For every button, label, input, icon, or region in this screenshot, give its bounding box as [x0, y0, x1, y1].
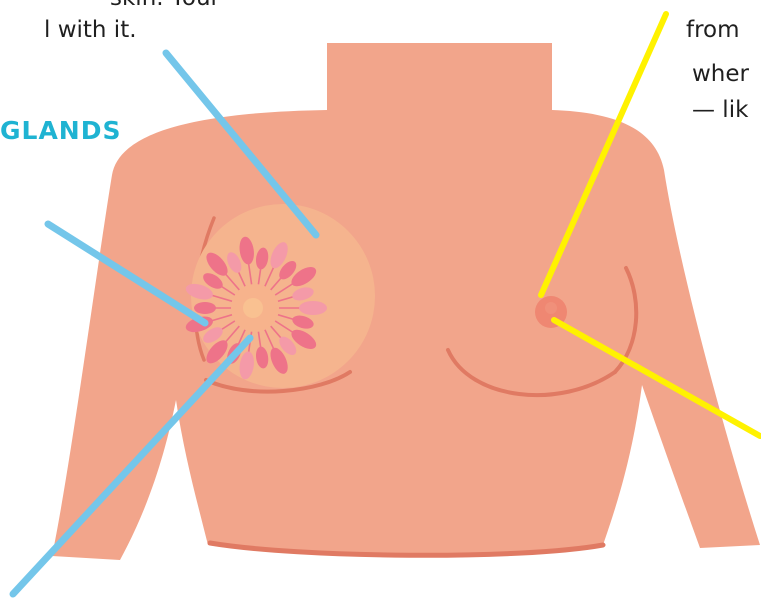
torso-body: [52, 43, 760, 560]
right-caption-line-3: — lik: [692, 94, 748, 126]
right-nipple: [545, 302, 557, 314]
right-caption-line-1: from: [686, 14, 740, 46]
torso-illustration: [52, 43, 760, 560]
right-caption-line-2: wher: [692, 58, 749, 90]
left-caption-line-1: skin. Your: [110, 0, 220, 14]
gland-lobe: [194, 302, 216, 314]
glands-heading: GLANDS: [0, 116, 121, 145]
gland-lobe: [299, 301, 327, 315]
nipple-center: [243, 298, 263, 318]
left-caption-line-2: l with it.: [44, 14, 137, 46]
